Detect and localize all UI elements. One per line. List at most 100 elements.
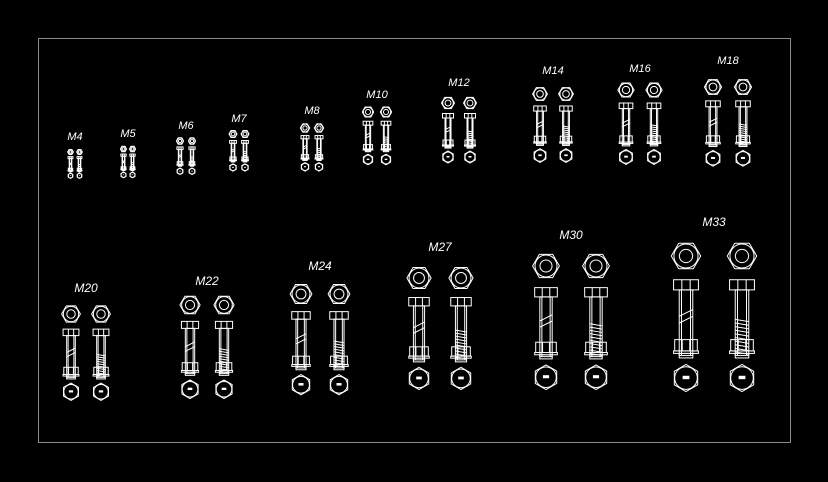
nut-hole-circle	[382, 108, 390, 116]
head-marking	[69, 175, 72, 176]
nut-hole-circle	[189, 138, 195, 144]
head-bearing-circle	[647, 150, 661, 164]
head-bearing-circle	[176, 167, 184, 175]
head-marking	[682, 375, 690, 380]
nut-top-view-icon	[119, 145, 128, 153]
head-marking	[458, 376, 464, 380]
bolt-tip	[242, 160, 248, 163]
bolt-head-bottom-view-icon	[188, 167, 196, 176]
nut-hole-circle	[130, 147, 135, 151]
head-marking	[244, 166, 246, 168]
bolt-head-bottom-view-icon	[705, 149, 721, 167]
head-marking	[538, 154, 542, 157]
bolt-tip	[230, 160, 236, 163]
bolt-head	[180, 320, 200, 329]
bolt-group-m27: M27	[406, 240, 474, 391]
nut-side-view	[705, 135, 721, 143]
bolt-group-m22: M22	[179, 274, 235, 400]
nut-hole-circle	[738, 82, 748, 92]
nut-chamfer-circle	[534, 254, 558, 278]
bolt-head	[362, 120, 374, 126]
bolt-tip	[562, 142, 570, 146]
nut-top-view-icon	[313, 123, 325, 133]
head-bearing-circle	[300, 162, 310, 171]
bolt-shank	[96, 335, 106, 378]
nut-hole-circle	[68, 150, 73, 154]
nut-chamfer-circle	[673, 243, 699, 269]
head-bearing-circle	[674, 366, 698, 390]
nut-top-view-icon	[240, 130, 250, 138]
bolt-head	[618, 102, 634, 110]
bolt-head	[729, 279, 755, 291]
nut-top-view-icon	[670, 242, 702, 270]
bolt-tip	[649, 142, 659, 147]
nut-top-view-icon	[175, 137, 185, 145]
nut-chamfer-circle	[329, 284, 349, 304]
bolt-head	[646, 102, 662, 110]
nut-chamfer-circle	[229, 130, 237, 138]
nut-hole-circle	[242, 131, 248, 137]
head-marking	[131, 174, 134, 176]
size-label: M10	[366, 89, 388, 101]
bolt-head-bottom-view-icon	[291, 374, 311, 396]
bolt-group-m30: M30	[532, 228, 610, 391]
nut-chamfer-circle	[464, 97, 476, 109]
head-marking	[232, 166, 234, 168]
nut-chamfer-circle	[188, 137, 196, 145]
nut-top-view-icon	[213, 295, 235, 315]
nut-hole-circle	[177, 138, 183, 144]
nut-top-view-icon	[67, 149, 74, 155]
bolt-head-bottom-view-icon	[619, 148, 633, 165]
nut-top-view-icon	[327, 284, 351, 304]
head-marking	[191, 170, 193, 172]
bolt-head-bottom-view-icon	[362, 153, 374, 166]
bolt-group-m20: M20	[61, 281, 111, 401]
size-label: M7	[231, 113, 247, 125]
nut-top-view-icon	[726, 242, 758, 270]
bolt-group-m8: M8	[299, 105, 325, 172]
bolt-head-bottom-view-icon	[735, 149, 751, 167]
bolt-tip	[466, 145, 474, 149]
head-marking	[336, 383, 342, 386]
bolt-head-bottom-view-icon	[673, 363, 699, 393]
bolt-tip	[316, 158, 322, 161]
bolt-shank	[649, 108, 659, 146]
bolt-group-m24: M24	[289, 259, 351, 396]
nut-hole-circle	[444, 99, 452, 107]
bolt-group-m16: M16	[617, 63, 663, 165]
nut-hole-circle	[621, 85, 631, 95]
nut-hole-circle	[96, 309, 106, 319]
nut-hole-circle	[562, 90, 570, 98]
bolt-head-bottom-view-icon	[533, 148, 547, 163]
bolt-head	[442, 113, 454, 119]
head-marking	[446, 156, 450, 158]
head-marking	[542, 375, 550, 379]
bolt-shank	[382, 124, 390, 152]
head-bearing-circle	[188, 167, 196, 175]
nut-chamfer-circle	[450, 267, 472, 289]
bolt-head-bottom-view-icon	[215, 379, 233, 400]
nut-side-view	[292, 355, 310, 366]
head-marking	[68, 390, 74, 393]
bolt-shank	[218, 327, 230, 375]
nut-top-view-icon	[532, 253, 560, 279]
nut-chamfer-circle	[241, 130, 249, 138]
nut-chamfer-circle	[646, 82, 662, 98]
bolt-group-m6: M6	[175, 120, 197, 176]
size-label: M16	[629, 63, 651, 75]
head-bearing-circle	[464, 151, 476, 163]
bolt-head	[450, 297, 472, 307]
nut-hole-circle	[121, 147, 126, 151]
nut-hole-circle	[734, 248, 750, 264]
nut-hole-circle	[539, 259, 553, 273]
bolt-tip	[218, 371, 230, 376]
bolt-group-m33: M33	[670, 215, 758, 393]
bolt-tip	[295, 365, 307, 371]
nut-hole-circle	[333, 288, 345, 300]
bolt-head	[559, 105, 573, 112]
nut-top-view-icon	[228, 130, 238, 138]
nut-hole-circle	[649, 85, 659, 95]
bolt-shank	[242, 142, 248, 162]
nut-top-view-icon	[187, 137, 197, 145]
bolt-tip	[738, 143, 748, 148]
